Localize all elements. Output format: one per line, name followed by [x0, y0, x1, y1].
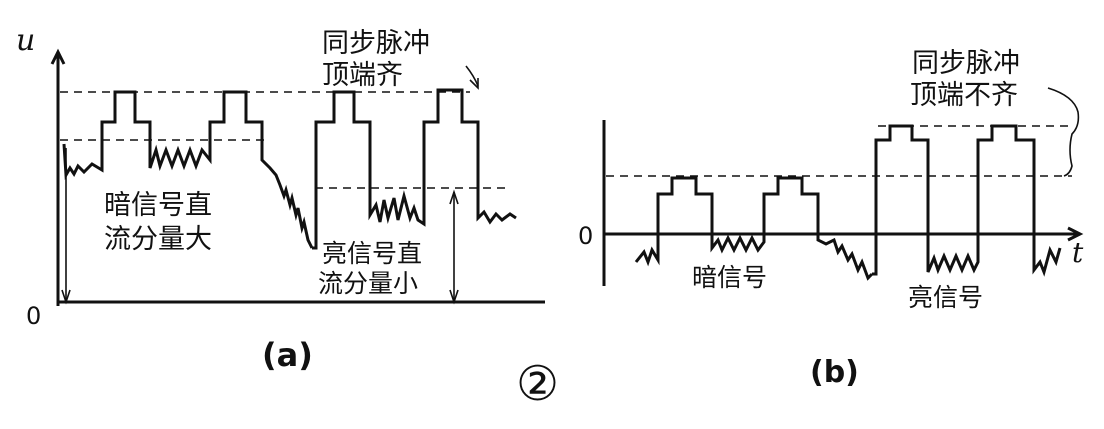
panel-a-axis-zero-label: 0: [26, 302, 41, 330]
panel-a-dc-small-arrow-head-icon: [449, 289, 459, 305]
panel-b-dark-label: 暗信号: [692, 263, 767, 292]
panel-b-note-brace: [1047, 87, 1080, 177]
figure-number: ②: [516, 356, 559, 412]
panel-a-sync-note-line1: 同步脉冲: [322, 28, 430, 59]
panel-a-dark-label-line2: 流分量大: [104, 224, 212, 255]
panel-a-bright-waveform: [312, 88, 517, 250]
panel-b-x-arrow-icon: [1067, 226, 1084, 242]
panel-b-sync-note-line1: 同步脉冲: [912, 48, 1020, 79]
panel-a-sync-note-line2: 顶端齐: [322, 60, 403, 91]
panel-a-bright-label-line2: 流分量小: [318, 269, 418, 298]
panel-b-sync-note-line2: 顶端不齐: [910, 80, 1018, 111]
panel-b-bright-waveform: [872, 124, 1062, 277]
panel-b: 同步脉冲 顶端不齐 0 t 暗信号 亮信号 (b): [578, 48, 1084, 390]
panel-b-axis-t-label: t: [1072, 236, 1084, 269]
panel-a-caption: (a): [262, 336, 313, 374]
panel-b-axis-zero-label: 0: [578, 222, 593, 250]
panel-a-dark-label-line1: 暗信号直: [104, 190, 212, 221]
panel-a-bright-label-line1: 亮信号直: [322, 239, 422, 268]
panel-b-bright-label: 亮信号: [908, 283, 983, 312]
panel-a-dark-waveform: [62, 90, 314, 249]
panel-b-dark-waveform: [634, 176, 874, 281]
panel-b-caption: (b): [810, 355, 859, 390]
panel-a: u 0 同步脉冲 顶端齐 暗信号直 流分量大 亮信号直 流分量小 (a): [16, 23, 545, 374]
panel-a-note-pointer-head-icon: [469, 78, 479, 90]
panel-a-dc-small-arrow-top-icon: [449, 189, 459, 205]
panel-a-axis-u-label: u: [16, 23, 35, 58]
panel-a-y-arrow-icon: [50, 48, 66, 65]
panel-a-dc-large-arrow-head-icon: [61, 289, 71, 305]
